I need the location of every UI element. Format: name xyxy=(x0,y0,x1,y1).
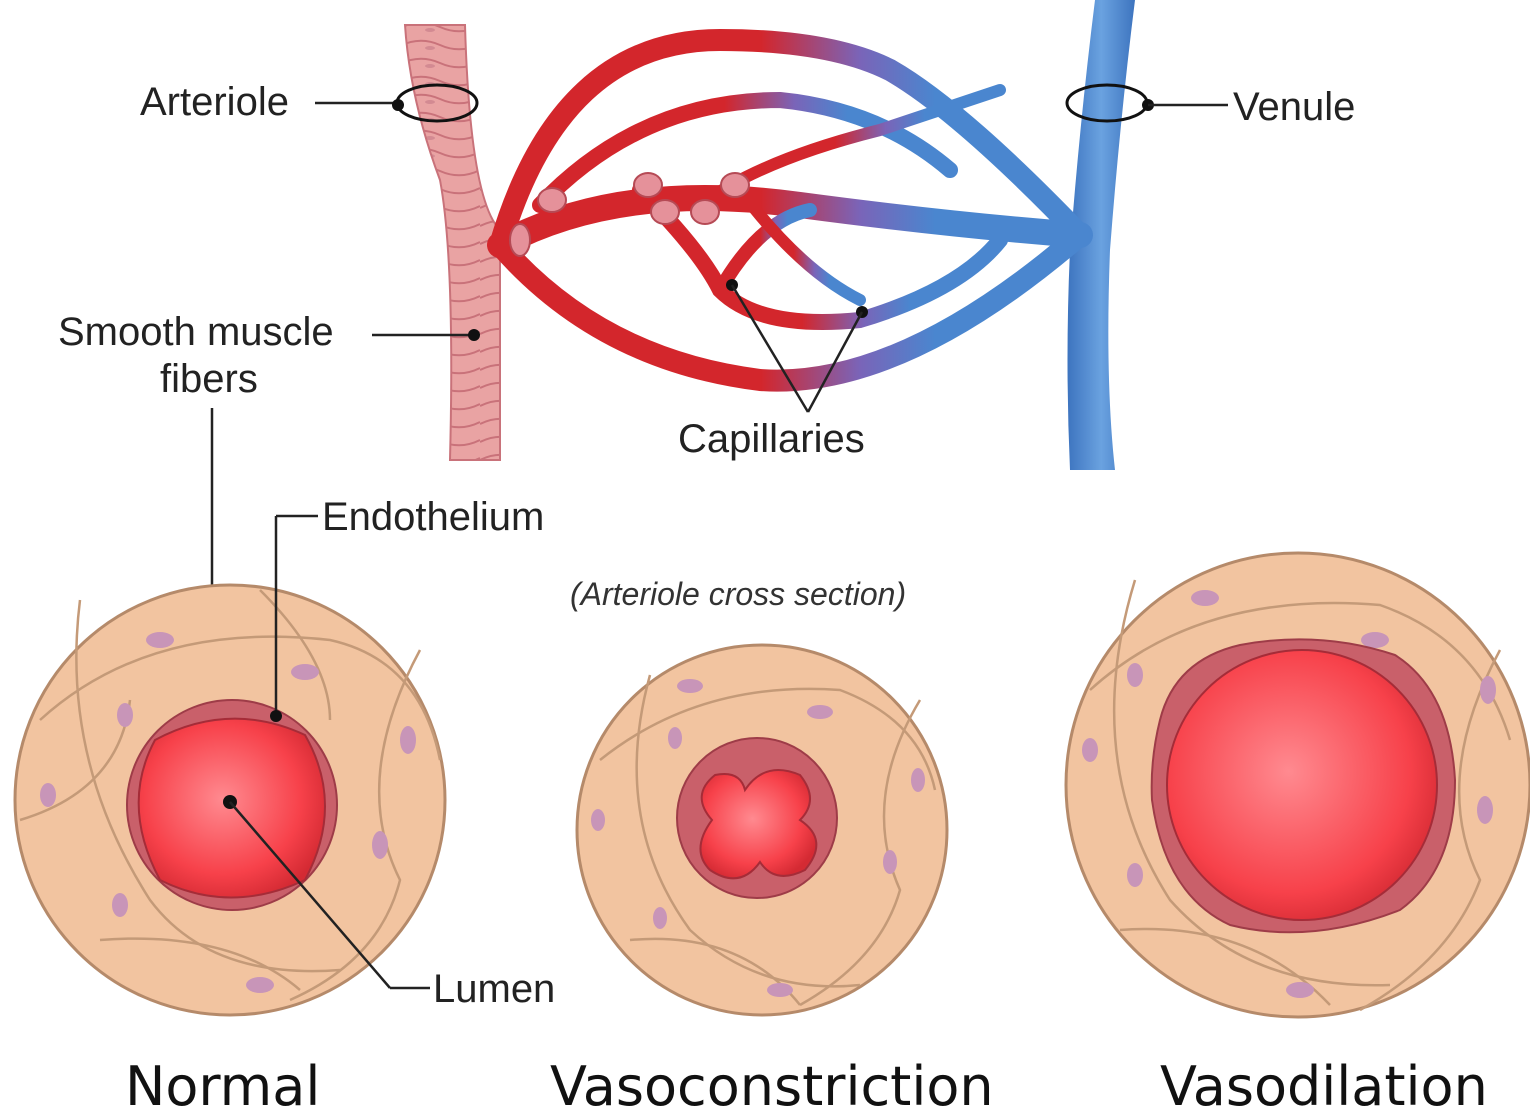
caption-vasoconstriction: Vasoconstriction xyxy=(550,1055,994,1113)
vasodilation-cross-section xyxy=(1066,553,1530,1017)
smooth-muscle-label-line2: fibers xyxy=(160,357,258,401)
cross-section-note: (Arteriole cross section) xyxy=(570,576,906,612)
arteriole-vessel xyxy=(405,25,500,460)
arteriole-label: Arteriole xyxy=(140,80,289,124)
caption-vasodilation: Vasodilation xyxy=(1160,1055,1488,1113)
venule-label: Venule xyxy=(1233,85,1355,129)
lumen-label: Lumen xyxy=(433,967,555,1011)
smooth-muscle-label-line1: Smooth muscle xyxy=(58,310,334,354)
capillaries-label: Capillaries xyxy=(678,417,865,461)
smooth-muscle-label-group: Smooth muscle fibers xyxy=(58,310,480,626)
endothelium-label: Endothelium xyxy=(322,495,544,539)
capillary-bed xyxy=(500,40,1080,381)
vasoconstriction-cross-section xyxy=(577,645,947,1015)
caption-normal: Normal xyxy=(125,1055,320,1113)
